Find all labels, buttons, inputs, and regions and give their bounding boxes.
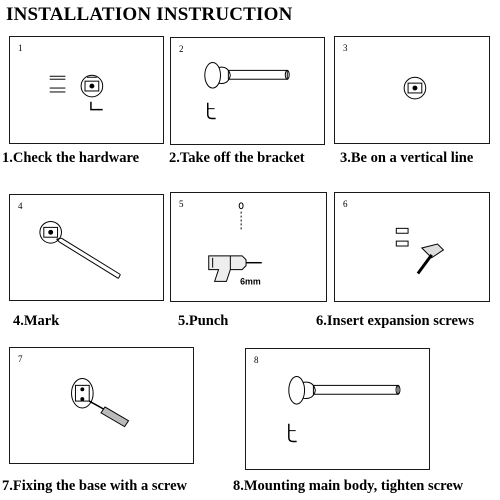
hex-key-icon (90, 101, 103, 111)
step-3-caption: 3.Be on a vertical line (340, 150, 474, 166)
step-1-panel: 1 (9, 36, 164, 144)
hardware-illustration (49, 74, 104, 111)
step-8-caption: 8.Mounting main body, tighten screw (233, 478, 464, 494)
step-5-number: 5 (179, 199, 184, 209)
drill-size-label: 6mm (240, 276, 261, 286)
roll-bar-icon (227, 69, 288, 80)
step-7-caption: 7.Fixing the base with a screw (2, 478, 188, 494)
base-on-wall-icon (71, 377, 94, 409)
holder-with-bracket-illustration (204, 62, 290, 120)
mounted-holder-illustration (288, 376, 401, 443)
pencil-icon (56, 237, 121, 279)
expansion-screws-illustration (395, 227, 445, 275)
step-8-panel: 8 (245, 348, 430, 470)
step-2-number: 2 (179, 44, 184, 54)
step-4-panel: 4 (9, 194, 164, 301)
step-1-caption: 1.Check the hardware (2, 150, 140, 166)
step-8-number: 8 (254, 355, 259, 365)
anchor-icon (395, 227, 409, 247)
screwdriver-icon (88, 400, 130, 428)
fixing-base-illustration (71, 377, 130, 428)
bracket-icon (207, 102, 216, 120)
step-2-caption: 2.Take off the bracket (169, 150, 305, 166)
step-6-caption: 6.Insert expansion screws (316, 313, 475, 329)
drilling-illustration: 6mm (208, 202, 262, 286)
step-4-number: 4 (18, 201, 23, 211)
roll-bar-icon (312, 384, 399, 395)
step-7-panel: 7 (9, 347, 194, 464)
step-7-number: 7 (18, 354, 23, 364)
bracket-icon (288, 423, 297, 443)
base-icon (204, 62, 221, 89)
hammer-icon (416, 243, 445, 275)
base-icon (288, 376, 306, 405)
mounting-bracket-icon (80, 74, 104, 98)
step-3-number: 3 (343, 43, 348, 53)
step-3-panel: 3 (334, 36, 490, 144)
screw-icon (49, 75, 66, 93)
step-6-panel: 6 (334, 192, 490, 302)
step-5-caption: 5.Punch (178, 313, 229, 329)
bracket-on-wall-icon (403, 76, 427, 100)
vertical-alignment-illustration (403, 76, 427, 100)
step-4-caption: 4.Mark (13, 313, 60, 329)
step-1-number: 1 (18, 43, 23, 53)
page-title: INSTALLATION INSTRUCTION (6, 4, 293, 25)
marking-illustration (39, 221, 121, 279)
electric-drill-icon (208, 255, 262, 282)
step-2-panel: 2 (170, 37, 325, 145)
drill-hole-mark-icon (238, 202, 244, 210)
bracket-icon (39, 221, 62, 244)
step-5-panel: 5 6mm (170, 192, 327, 302)
step-6-number: 6 (343, 199, 348, 209)
